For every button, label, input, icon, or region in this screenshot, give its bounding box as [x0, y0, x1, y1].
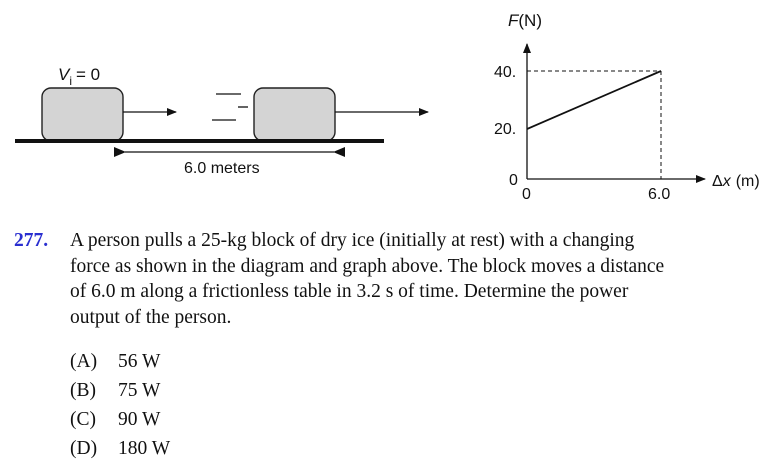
y-tick-20: 20. — [494, 121, 516, 138]
question-line: A person pulls a 25-kg block of dry ice … — [70, 230, 635, 251]
block-diagram: Vi= 0 6.0 meters — [15, 65, 429, 177]
block-initial — [41, 87, 124, 142]
table-surface — [15, 139, 384, 143]
choice-letter: (D) — [70, 438, 98, 459]
figure: Vi= 0 6.0 meters F(N) 40. 20. 0 0 6.0 Δx… — [15, 11, 760, 203]
x-axis-label: Δx(m) — [712, 173, 760, 190]
choice-text: 180 W — [118, 438, 171, 459]
question-number: 277. — [14, 230, 49, 251]
y-tick-40: 40. — [494, 64, 516, 81]
question-line: force as shown in the diagram and graph … — [70, 255, 665, 277]
x-tick-6: 6.0 — [648, 186, 670, 203]
choice-b[interactable]: (B) 75 W — [70, 376, 170, 405]
force-graph: F(N) 40. 20. 0 0 6.0 Δx(m) — [494, 11, 760, 203]
choice-d[interactable]: (D) 180 W — [70, 434, 170, 463]
choice-text: 75 W — [118, 380, 161, 401]
svg-text:Vi= 0: Vi= 0 — [58, 65, 100, 88]
velocity-label: V — [58, 65, 71, 84]
choice-letter: (B) — [70, 380, 96, 401]
choice-c[interactable]: (C) 90 W — [70, 405, 170, 434]
question-line: of 6.0 m along a frictionless table in 3… — [70, 281, 629, 302]
motion-lines — [212, 93, 248, 121]
choice-letter: (A) — [70, 351, 98, 372]
question-text: A person pulls a 25-kg block of dry ice … — [70, 228, 780, 330]
block-final — [253, 87, 336, 142]
question-line: output of the person. — [70, 306, 232, 328]
choice-letter: (C) — [70, 409, 96, 430]
force-line — [526, 70, 662, 130]
choice-a[interactable]: (A) 56 W — [70, 347, 170, 376]
y-axis-label: F(N) — [508, 11, 542, 30]
answer-choices: (A) 56 W (B) 75 W (C) 90 W (D) 180 W — [70, 347, 170, 463]
choice-text: 90 W — [118, 409, 161, 430]
distance-label: 6.0 meters — [184, 160, 260, 177]
choice-text: 56 W — [118, 351, 161, 372]
y-tick-0: 0 — [509, 172, 518, 189]
x-tick-0: 0 — [522, 186, 531, 203]
